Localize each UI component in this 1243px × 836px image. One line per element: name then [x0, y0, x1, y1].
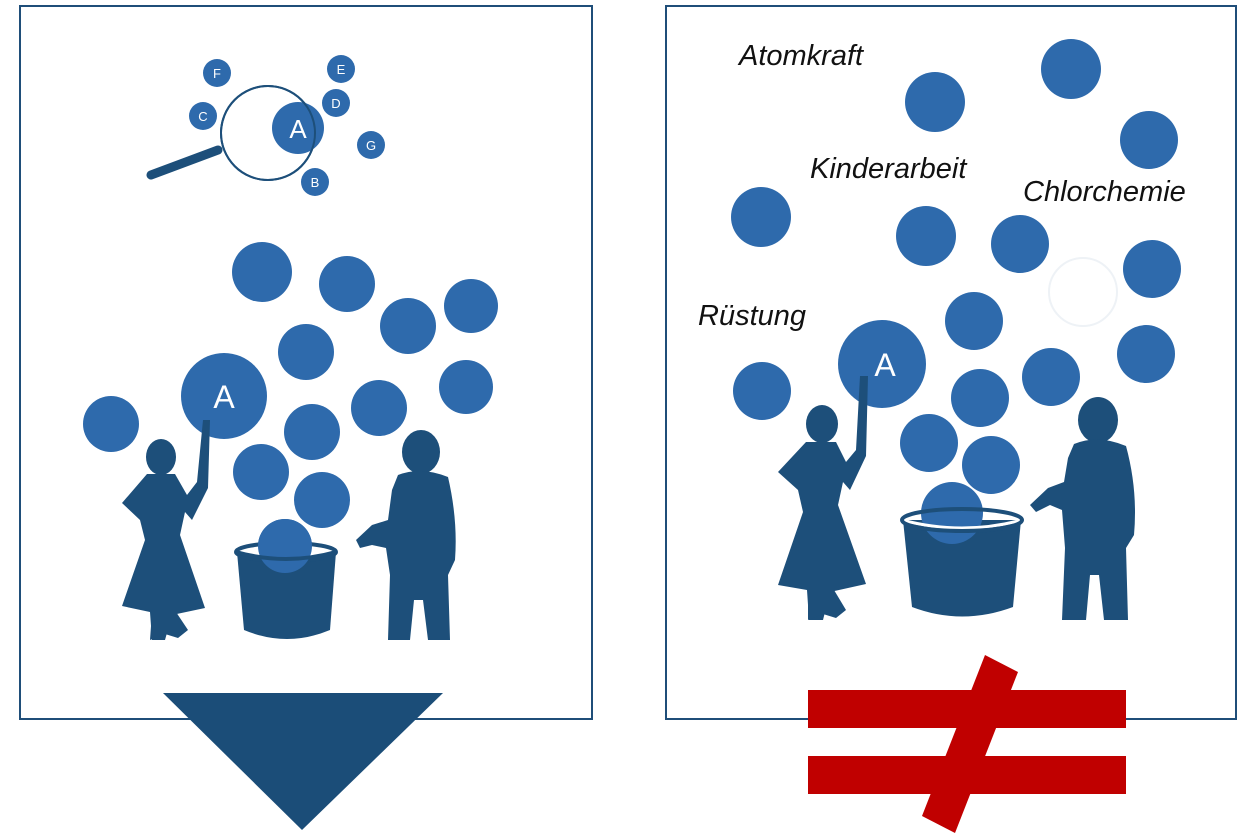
bubble — [731, 187, 791, 247]
empty-bubble-outline — [1048, 257, 1118, 327]
selected-bubble-a-left — [181, 353, 267, 439]
not-equal-icon — [808, 655, 1126, 833]
bubble — [733, 362, 791, 420]
small-bubble-d — [322, 89, 350, 117]
selected-bubble-a-left-label: A — [213, 379, 235, 415]
bubble — [319, 256, 375, 312]
small-bubble-g — [357, 131, 385, 159]
bubble — [233, 444, 289, 500]
bubble — [1120, 111, 1178, 169]
man-figure-icon — [356, 430, 456, 640]
small-bubble-b — [301, 168, 329, 196]
magnifier-cluster: F E C D G B A — [146, 55, 385, 196]
basket-icon — [900, 482, 1024, 617]
down-arrow-icon — [163, 693, 443, 830]
small-bubble-f-label: F — [213, 66, 221, 81]
bubble — [439, 360, 493, 414]
topic-label-ruestung: Rüstung — [698, 300, 807, 332]
right-bubble-group — [731, 39, 1181, 494]
magnifier-icon — [146, 85, 324, 181]
small-bubble-e-label: E — [337, 62, 346, 77]
bubble — [351, 380, 407, 436]
small-bubble-b-label: B — [311, 175, 320, 190]
bubble — [444, 279, 498, 333]
bubble — [83, 396, 139, 452]
topic-label-kinderarbeit: Kinderarbeit — [810, 153, 967, 185]
bubble — [284, 404, 340, 460]
woman-figure-icon — [122, 420, 210, 640]
magnified-bubble-a-label: A — [289, 114, 307, 144]
bubble — [1123, 240, 1181, 298]
bubble — [232, 242, 292, 302]
bubble — [380, 298, 436, 354]
small-bubble-f — [203, 59, 231, 87]
topic-label-atomkraft: Atomkraft — [739, 40, 864, 72]
bubble — [945, 292, 1003, 350]
man-figure-icon — [1030, 397, 1135, 620]
bubble — [951, 369, 1009, 427]
selected-bubble-a-right-label: A — [874, 347, 896, 383]
bubble — [900, 414, 958, 472]
woman-figure-icon — [778, 376, 868, 620]
small-bubble-g-label: G — [366, 138, 376, 153]
small-bubble-c — [189, 102, 217, 130]
bubble — [905, 72, 965, 132]
bubble — [294, 472, 350, 528]
bubble — [896, 206, 956, 266]
topic-label-chlorchemie: Chlorchemie — [1023, 176, 1186, 208]
small-bubble-c-label: C — [198, 109, 207, 124]
bubble — [1022, 348, 1080, 406]
bubble — [278, 324, 334, 380]
small-bubble-d-label: D — [331, 96, 340, 111]
bubble — [1041, 39, 1101, 99]
bubble — [1117, 325, 1175, 383]
basket-icon — [234, 519, 338, 639]
bubble — [962, 436, 1020, 494]
small-bubble-e — [327, 55, 355, 83]
bubble — [991, 215, 1049, 273]
